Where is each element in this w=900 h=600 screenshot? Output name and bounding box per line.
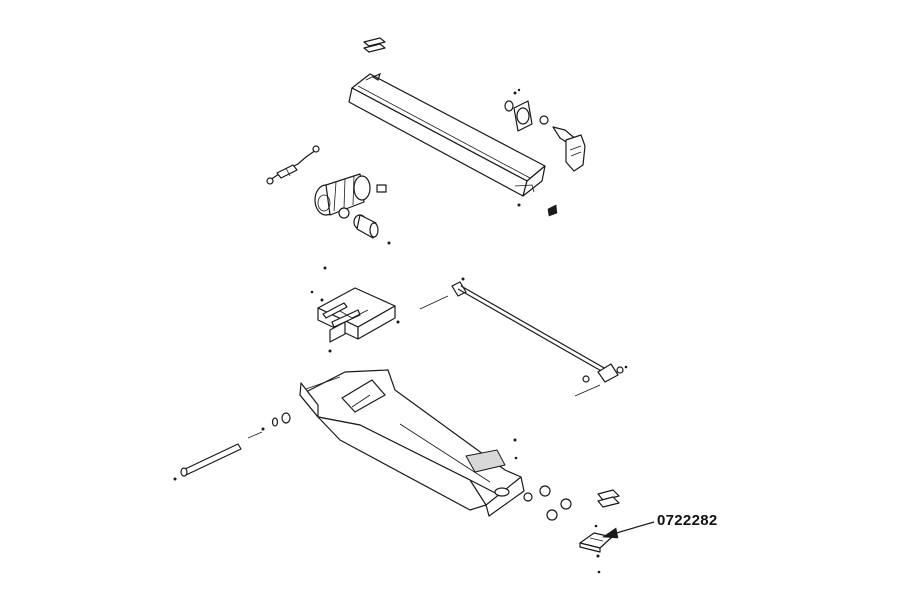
pivot-collar-assembly bbox=[504, 88, 549, 132]
bearing-sleeve bbox=[353, 214, 391, 245]
cable-link bbox=[266, 145, 320, 185]
axle-shaft bbox=[180, 431, 263, 477]
bracket-plate-0722282 bbox=[579, 524, 613, 574]
lower-shim-pair bbox=[597, 489, 620, 508]
upper-arm-channel bbox=[348, 72, 546, 197]
callout-arrow bbox=[602, 521, 655, 539]
small-fasteners-upper bbox=[517, 203, 558, 217]
part-number-label: 0722282 bbox=[657, 512, 718, 529]
motor-drum bbox=[314, 173, 387, 219]
tie-rod bbox=[419, 277, 628, 397]
slide-bracket bbox=[310, 266, 400, 353]
lock-lever bbox=[552, 126, 586, 172]
axle-fasteners-right bbox=[513, 438, 572, 521]
lower-arm-housing bbox=[299, 369, 525, 517]
axle-fasteners-left bbox=[173, 412, 291, 481]
top-shim-pair bbox=[363, 37, 386, 53]
